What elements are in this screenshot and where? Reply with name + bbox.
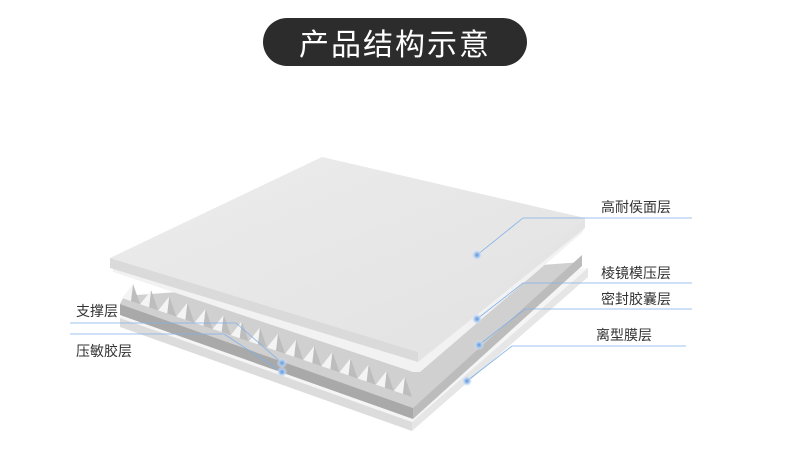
prism-tooth-shade xyxy=(257,327,267,348)
prism-tooth-shade xyxy=(330,352,340,373)
surface-layer-front xyxy=(110,258,418,362)
label-surface-layer: 高耐侯面层 xyxy=(601,199,671,216)
release-film-front xyxy=(120,318,412,431)
prism-teeth xyxy=(122,284,412,397)
title-pill: 产品结构示意 xyxy=(263,18,527,66)
prism-tooth-light xyxy=(158,296,170,314)
leader-line-prism xyxy=(476,282,692,320)
prism-tooth-shade xyxy=(366,364,376,385)
surface-layer-side xyxy=(418,218,585,362)
prism-tooth-shade xyxy=(185,302,195,323)
prism-tooth-shade xyxy=(348,358,358,379)
label-release-film: 离型膜层 xyxy=(596,327,652,344)
leader-line-release xyxy=(466,345,686,382)
label-sealing-layer: 密封胶囊层 xyxy=(601,291,671,308)
support-layer-side xyxy=(413,255,582,419)
prism-tooth-shade xyxy=(239,321,249,342)
prism-tooth-light xyxy=(122,284,134,302)
prism-tooth-shade xyxy=(167,296,177,317)
prism-tooth-shade xyxy=(276,333,286,354)
prism-tooth-light xyxy=(393,376,405,394)
marker-dot-support xyxy=(277,358,287,368)
label-prism-layer: 棱镜模压层 xyxy=(601,266,671,282)
prism-tooth-light xyxy=(267,333,279,351)
prism-tooth-light xyxy=(285,339,297,357)
leader-line-surface xyxy=(476,217,692,256)
prism-tooth-shade xyxy=(149,290,159,311)
prism-tooth-shade xyxy=(203,308,213,329)
marker-dot-adhesive xyxy=(277,367,287,377)
leader-line-support xyxy=(70,322,283,364)
prism-tooth-shade xyxy=(402,376,412,397)
marker-dot-release xyxy=(462,376,472,386)
surface-layer-top xyxy=(110,157,585,352)
prism-tooth-light xyxy=(303,345,315,363)
prism-tooth-shade xyxy=(221,315,231,336)
prism-tooth-shade xyxy=(312,345,322,367)
prism-tooth-light xyxy=(357,364,369,382)
page-title: 产品结构示意 xyxy=(299,28,491,63)
prism-tooth-light xyxy=(176,302,188,320)
prism-tooth-shade xyxy=(131,284,141,305)
label-adhesive-layer: 压敏胶层 xyxy=(76,343,132,360)
prism-tooth-shade xyxy=(294,339,304,360)
label-support-layer: 支撑层 xyxy=(76,304,118,320)
prism-tooth-light xyxy=(375,370,387,388)
prism-tooth-light xyxy=(212,315,224,333)
prism-tooth-light xyxy=(321,352,333,370)
marker-dot-surface xyxy=(472,250,482,260)
marker-dot-sealing xyxy=(474,340,484,350)
prism-tooth-light xyxy=(194,308,206,326)
leader-line-sealing xyxy=(478,308,692,346)
prism-tooth-light xyxy=(339,358,351,376)
prism-tooth-shade xyxy=(384,370,394,391)
prism-tooth-light xyxy=(140,290,152,308)
prism-tooth-light xyxy=(248,327,260,345)
marker-dot-prism xyxy=(472,314,482,324)
leader-line-adhesive xyxy=(70,333,283,373)
